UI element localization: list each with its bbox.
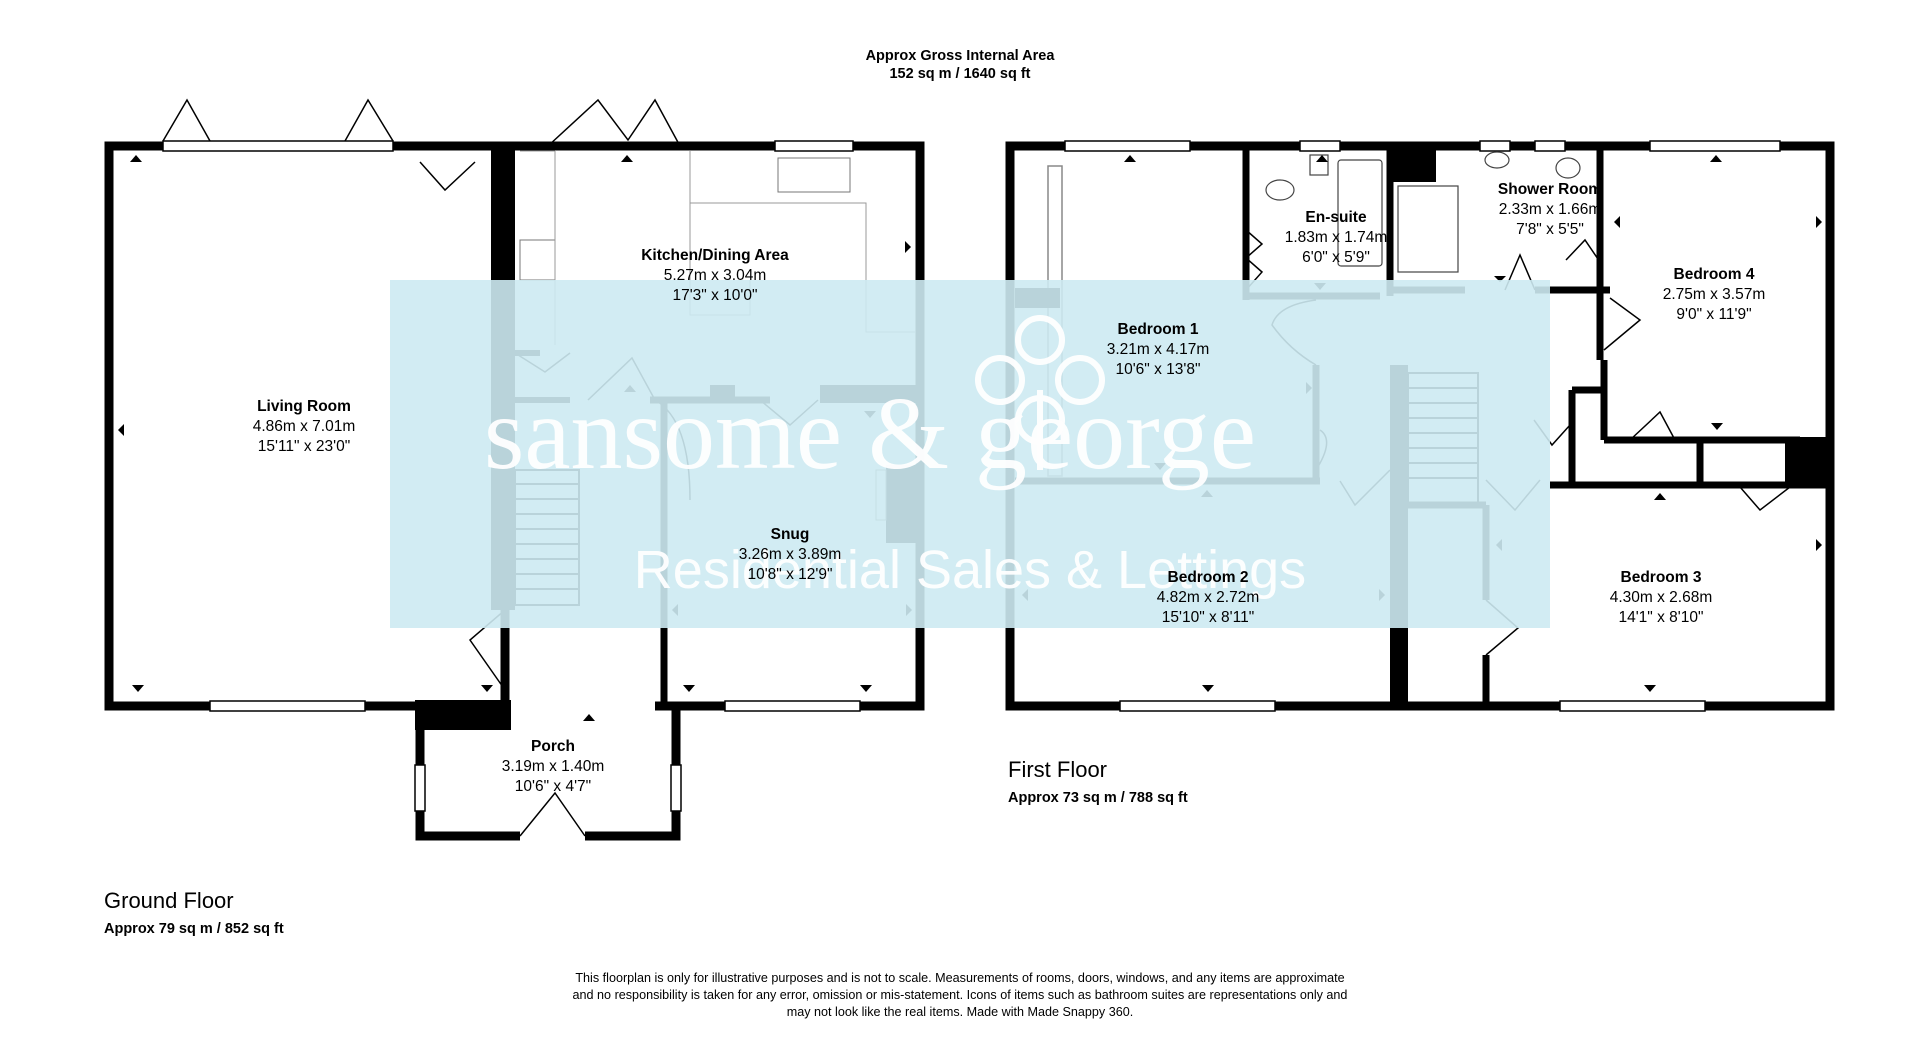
disclaimer: This floorplan is only for illustrative … (460, 970, 1460, 1021)
shower-room-name: Shower Room (1498, 181, 1602, 198)
shower-room-metric: 2.33m x 1.66m (1499, 201, 1602, 218)
disclaimer-line-1: This floorplan is only for illustrative … (575, 971, 1345, 985)
bedroom1-metric: 3.21m x 4.17m (1107, 341, 1210, 358)
first-floor-title: First Floor (1008, 757, 1107, 782)
first-floor-area: Approx 73 sq m / 788 sq ft (1008, 790, 1188, 806)
bedroom1-name: Bedroom 1 (1118, 321, 1199, 338)
snug-imperial: 10'8" x 12'9" (747, 566, 832, 583)
bedroom4-imperial: 9'0" x 11'9" (1676, 306, 1751, 323)
watermark-brand: sansome & george (484, 376, 1256, 491)
shower-room-imperial: 7'8" x 5'5" (1516, 221, 1584, 238)
living-room-metric: 4.86m x 7.01m (253, 418, 356, 435)
header-gross-area-value: 152 sq m / 1640 sq ft (889, 66, 1031, 82)
bedroom4-name: Bedroom 4 (1674, 266, 1755, 283)
ensuite-metric: 1.83m x 1.74m (1285, 229, 1388, 246)
ground-floor-title: Ground Floor (104, 888, 234, 913)
kitchen-imperial: 17'3" x 10'0" (672, 287, 757, 304)
watermark: sansome & george Residential Sales & Let… (390, 280, 1550, 628)
bedroom4-metric: 2.75m x 3.57m (1663, 286, 1766, 303)
living-room-imperial: 15'11" x 23'0" (258, 438, 350, 455)
porch-imperial: 10'6" x 4'7" (515, 778, 591, 795)
ground-floor-room-labels: Living Room 4.86m x 7.01m 15'11" x 23'0"… (253, 247, 842, 795)
watermark-logo-icon (975, 315, 1105, 470)
disclaimer-line-3: may not look like the real items. Made w… (786, 1005, 1134, 1019)
bedroom1-imperial: 10'6" x 13'8" (1115, 361, 1200, 378)
watermark-panel (390, 280, 1550, 628)
ground-floor-area: Approx 79 sq m / 852 sq ft (104, 921, 284, 937)
porch-metric: 3.19m x 1.40m (502, 758, 605, 775)
living-room-name: Living Room (257, 398, 351, 415)
snug-metric: 3.26m x 3.89m (739, 546, 842, 563)
ensuite-imperial: 6'0" x 5'9" (1302, 249, 1370, 266)
bedroom2-imperial: 15'10" x 8'11" (1162, 609, 1254, 626)
bedroom3-metric: 4.30m x 2.68m (1610, 589, 1713, 606)
watermark-tagline: Residential Sales & Lettings (634, 540, 1306, 600)
porch-name: Porch (531, 738, 575, 755)
porch-walls (415, 706, 520, 841)
kitchen-name: Kitchen/Dining Area (641, 247, 789, 264)
disclaimer-line-2: and no responsibility is taken for any e… (572, 988, 1348, 1002)
bedroom3-imperial: 14'1" x 8'10" (1618, 609, 1703, 626)
bedroom2-metric: 4.82m x 2.72m (1157, 589, 1260, 606)
bedroom2-name: Bedroom 2 (1168, 569, 1249, 586)
header-gross-area-label: Approx Gross Internal Area (865, 48, 1055, 64)
first-floor-room-labels: Bedroom 1 3.21m x 4.17m 10'6" x 13'8" En… (1107, 181, 1766, 626)
kitchen-metric: 5.27m x 3.04m (664, 267, 767, 284)
snug-name: Snug (771, 526, 810, 543)
ensuite-name: En-suite (1305, 209, 1367, 226)
bedroom3-name: Bedroom 3 (1621, 569, 1702, 586)
